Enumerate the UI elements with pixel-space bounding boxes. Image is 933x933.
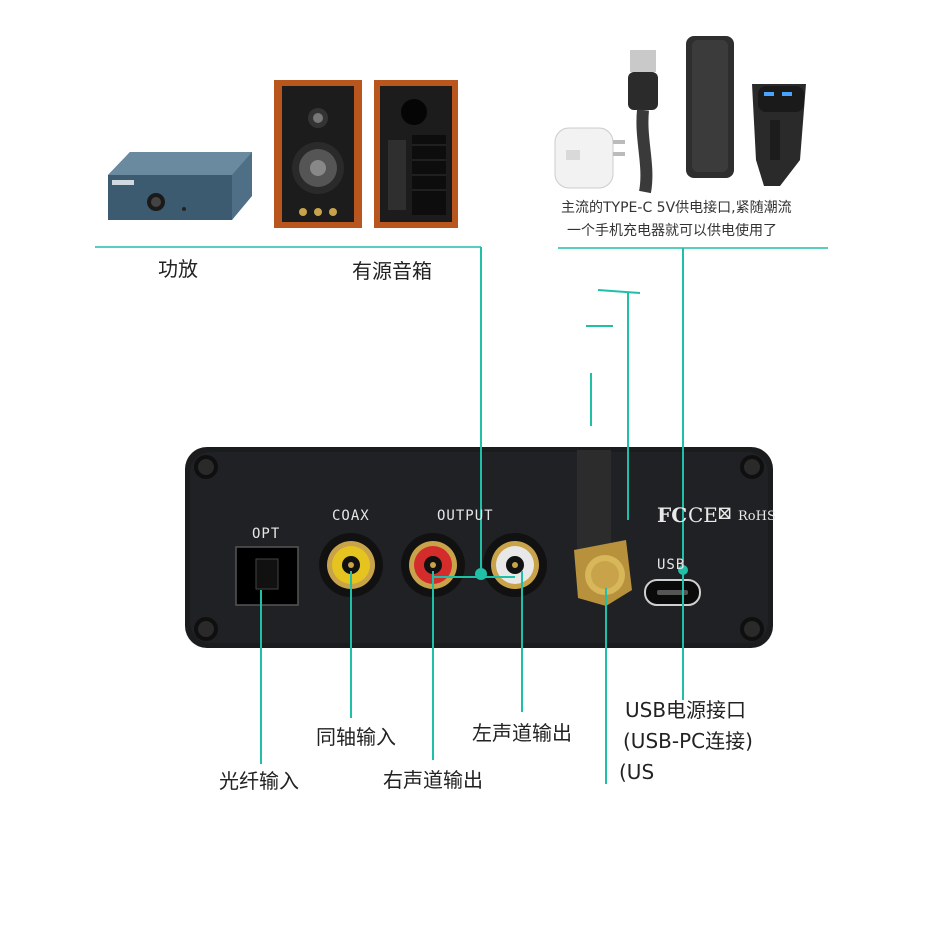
device-back-panel bbox=[185, 447, 773, 648]
speaker-rear-image bbox=[374, 80, 458, 228]
power-note-line2: 一个手机充电器就可以供电使用了 bbox=[567, 223, 777, 239]
coax-in-label: 同轴输入 bbox=[316, 725, 396, 749]
speaker-front-image bbox=[274, 80, 362, 228]
antenna-partial-label: (US bbox=[619, 760, 655, 784]
screw-top-left-icon bbox=[194, 455, 218, 479]
optical-in-label: 光纤输入 bbox=[219, 769, 299, 793]
output-panel-label: OUTPUT bbox=[437, 508, 494, 524]
right-rca-port bbox=[401, 533, 465, 597]
weee-mark: ⊠ bbox=[717, 503, 733, 524]
coax-rca-port bbox=[319, 533, 383, 597]
left-rca-port bbox=[483, 533, 547, 597]
usb-power-label-line2: (USB-PC连接) bbox=[623, 729, 753, 753]
amplifier-label: 功放 bbox=[158, 257, 198, 281]
output-junction-dot bbox=[475, 568, 487, 580]
wall-charger-image bbox=[554, 127, 625, 189]
left-out-label: 左声道输出 bbox=[472, 721, 572, 745]
usb-panel-label: USB bbox=[657, 557, 686, 573]
screw-bottom-left-icon bbox=[194, 617, 218, 641]
car-charger-image bbox=[752, 84, 806, 186]
usb-c-port bbox=[644, 579, 701, 606]
speakers-label: 有源音箱 bbox=[352, 259, 432, 283]
usb-power-label-line1: USB电源接口 bbox=[625, 698, 747, 722]
antenna-connector bbox=[574, 450, 632, 606]
leader-fragment-1 bbox=[597, 289, 641, 294]
screw-bottom-right-icon bbox=[740, 617, 764, 641]
coax-panel-label: COAX bbox=[332, 508, 370, 524]
right-out-label: 右声道输出 bbox=[383, 768, 483, 792]
amplifier-image bbox=[108, 152, 252, 220]
rohs-mark: RoHS bbox=[738, 509, 776, 524]
leader-lines bbox=[260, 247, 684, 784]
usb-junction-dot bbox=[678, 565, 688, 575]
fcc-mark: FC bbox=[657, 503, 688, 527]
ce-mark: CE bbox=[688, 503, 718, 527]
screw-top-right-icon bbox=[740, 455, 764, 479]
power-bank-image bbox=[686, 36, 734, 178]
power-note-line1: 主流的TYPE-C 5V供电接口,紧随潮流 bbox=[561, 200, 792, 216]
optical-port bbox=[235, 546, 299, 606]
usb-cable-image bbox=[628, 50, 658, 194]
opt-panel-label: OPT bbox=[252, 526, 281, 542]
